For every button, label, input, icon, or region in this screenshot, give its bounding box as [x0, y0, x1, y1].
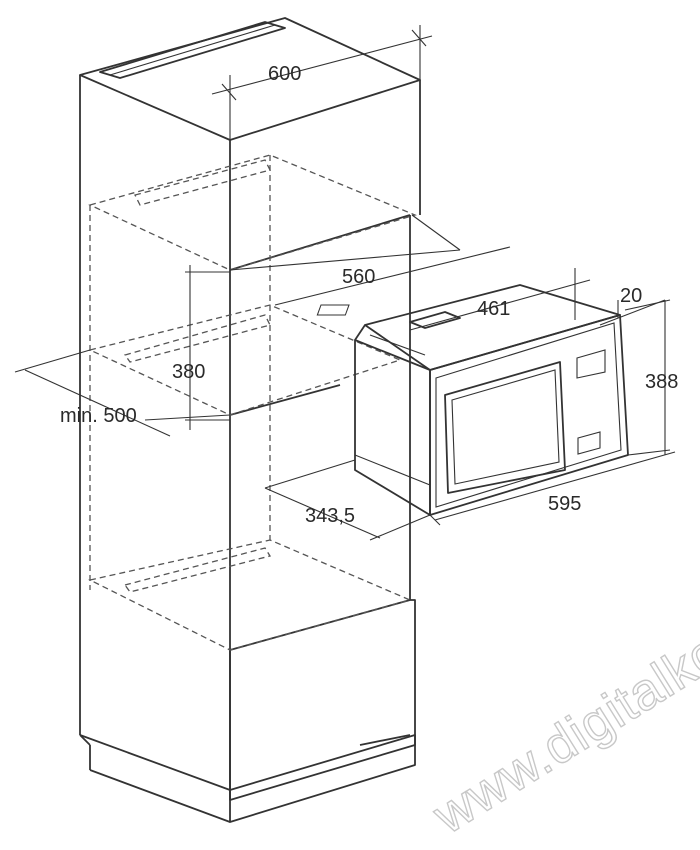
- dim-label-min-depth: min. 500: [60, 405, 137, 427]
- shelf-outlines: [88, 154, 417, 651]
- dim-label-niche-height: 380: [172, 361, 205, 383]
- dim-label-cabinet-width: 600: [268, 63, 301, 85]
- dim-label-oven-width: 595: [548, 493, 581, 515]
- watermark-text: www.digitalko.hu: [423, 582, 700, 845]
- dim-label-frame-depth: 20: [620, 285, 642, 307]
- cabinet: [79, 17, 421, 823]
- microwave-oven: [316, 284, 629, 516]
- dim-label-oven-height: 388: [645, 371, 678, 393]
- dim-label-inner-depth: 560: [342, 266, 375, 288]
- dim-label-oven-depth: 461: [477, 298, 510, 320]
- dimension-lines: [14, 25, 676, 541]
- dim-label-mount-offset: 343,5: [305, 505, 355, 527]
